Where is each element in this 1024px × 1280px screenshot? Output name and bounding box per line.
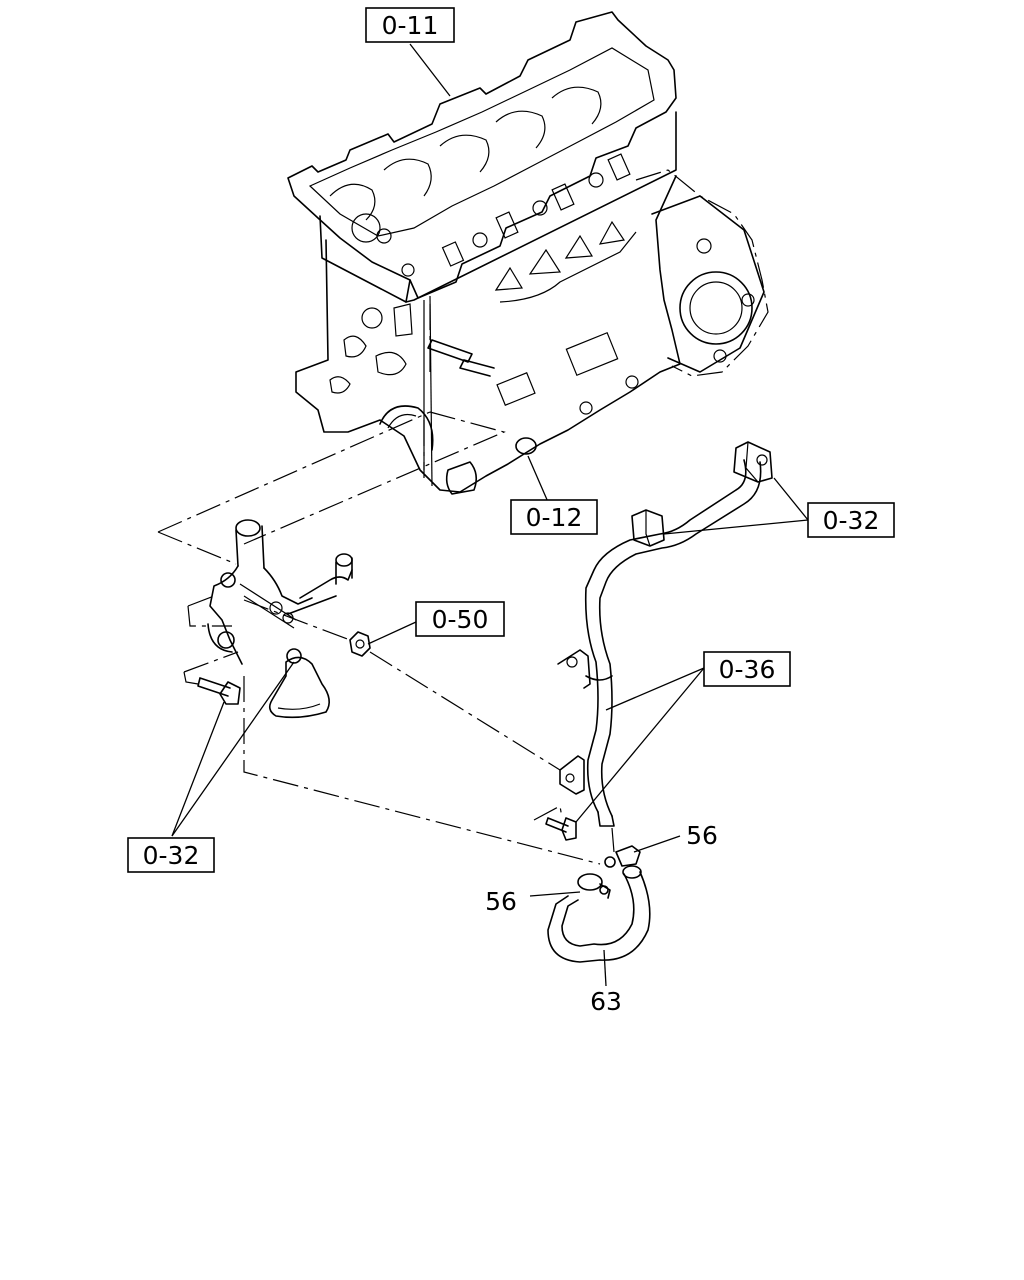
leader-lines: [171, 43, 809, 987]
engine-block-drawing: [287, 11, 769, 495]
callout-label-engine-block: 0-11: [382, 11, 439, 40]
water-pump-drawing: [207, 519, 353, 719]
callout-label-pump-bolts: 0-32: [143, 841, 200, 870]
callout-engine-block: 0-11: [365, 7, 455, 43]
pump-bolts-drawing: [197, 677, 241, 705]
callout-nut: 0-50: [415, 601, 505, 637]
assembly-lines: [157, 300, 615, 865]
water-pipe-drawing: [545, 441, 773, 841]
callout-clip-upper: 56: [686, 821, 718, 850]
callout-clip-lower: 56: [485, 887, 517, 916]
clip-lower-drawing: [577, 873, 611, 899]
callout-pump-bolts: 0-32: [127, 837, 215, 873]
callout-pipe-clips: 0-32: [807, 502, 895, 538]
callout-label-pipe-clips: 0-32: [823, 506, 880, 535]
callout-pipe-mount: 0-36: [703, 651, 791, 687]
callout-label-pipe-mount: 0-36: [719, 655, 776, 684]
callout-label-oil-plug: 0-12: [526, 503, 583, 532]
hose-drawing: [547, 865, 651, 963]
clip-upper-drawing: [604, 845, 641, 868]
nut-drawing: [349, 631, 371, 657]
callout-oil-plug: 0-12: [510, 499, 598, 535]
callout-label-nut: 0-50: [432, 605, 489, 634]
callout-hose: 63: [590, 987, 622, 1016]
